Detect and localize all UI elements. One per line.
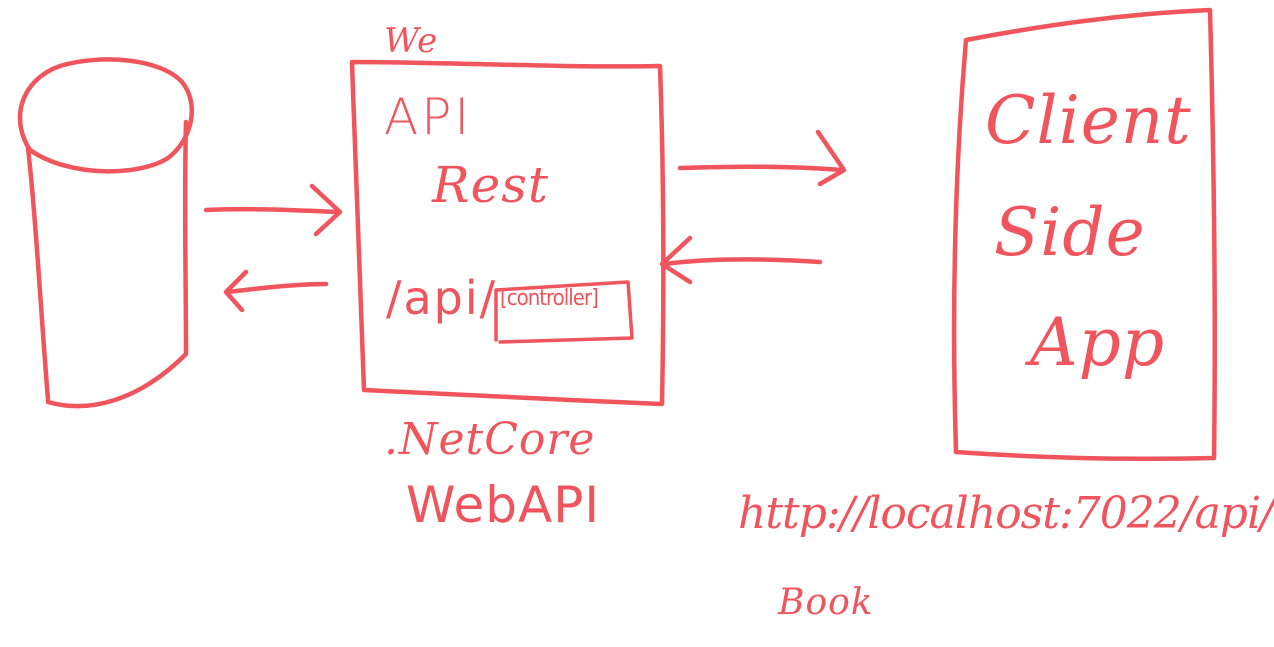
client-box [951,7,1218,461]
side-label: Side [994,194,1146,271]
arrow-api-to-client [677,129,847,187]
url-book-label: Book [778,582,874,623]
api-title-label: API [384,88,473,146]
arrow-database-to-api [203,183,343,237]
controller-bracket-box [494,280,634,344]
client-label: Client [985,82,1192,159]
database-top-ellipse [17,57,195,174]
arrow-api-to-database [223,269,329,313]
app-label: App [1030,304,1166,381]
url-label: http://localhost:7022/api/ [738,488,1274,539]
api-rest-label: Rest [432,156,549,214]
api-route-controller-label: [controller] [500,286,599,311]
api-box [349,59,666,407]
arrow-client-to-api [659,235,823,285]
database-left-side [25,145,51,403]
api-route-label: /api/ [386,271,498,325]
database-right-side [182,119,189,355]
top-partial-label: We [384,21,439,61]
diagram-canvas [17,7,1218,461]
database-bottom-curve [45,351,189,409]
netcore-label: .NetCore [384,414,596,465]
database-cylinder [17,57,195,409]
webapi-label: WebAPI [406,476,601,534]
